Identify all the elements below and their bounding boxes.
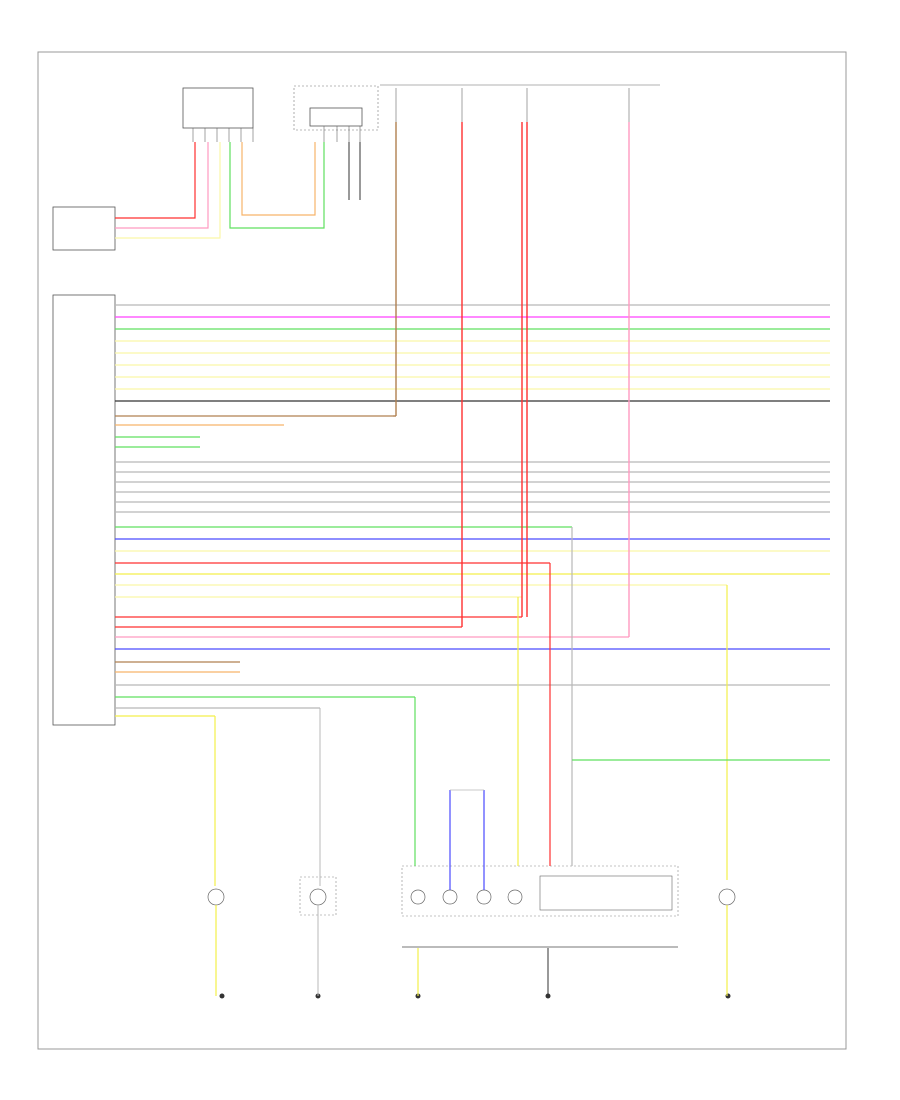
top-left-component — [182, 87, 254, 142]
wire-pink — [115, 142, 209, 229]
wire-green — [229, 142, 325, 229]
fuse-group — [380, 84, 660, 122]
wire-group — [115, 122, 830, 996]
left-module-top — [52, 206, 116, 251]
wire-red — [115, 142, 196, 219]
center-switch-component — [293, 85, 379, 142]
wire-paleyellow — [115, 142, 221, 239]
diagram-frame — [37, 51, 847, 1050]
bottom-lamps — [207, 865, 736, 948]
left-module-main — [52, 294, 116, 726]
ground-symbols — [219, 993, 731, 999]
wire-orange — [241, 142, 316, 216]
